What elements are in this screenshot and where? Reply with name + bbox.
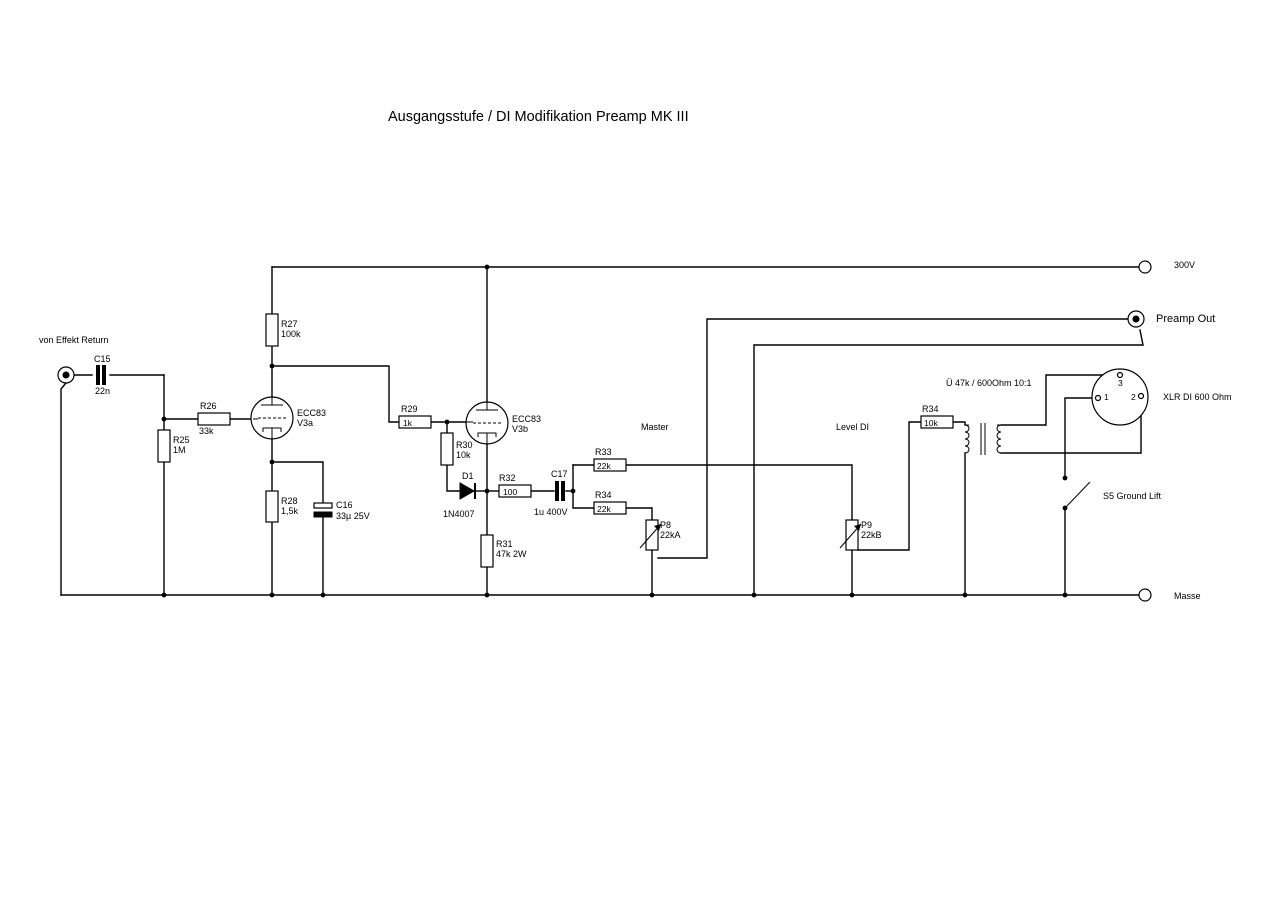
svg-text:D1: D1: [462, 471, 474, 481]
resistor-r28: R28 1,5k: [265, 490, 299, 523]
resistor-r33: R33 22k: [593, 447, 627, 472]
tube-v3b: ECC83 V3b: [465, 401, 541, 445]
svg-text:R26: R26: [200, 401, 217, 411]
ground-lift-switch[interactable]: S5 Ground Lift: [1064, 481, 1162, 509]
input-label: von Effekt Return: [39, 335, 108, 345]
capacitor-c17: C17 1u 400V: [534, 469, 568, 517]
xlr-pin-2: 2: [1131, 392, 1136, 402]
resistor-r32: R32 100: [498, 473, 532, 498]
svg-text:V3b: V3b: [512, 424, 528, 434]
diode-d1: D1 1N4007: [443, 471, 476, 519]
svg-text:22kB: 22kB: [861, 530, 882, 540]
capacitor-c15: C15 22n: [94, 354, 111, 396]
junction-dots: [161, 264, 1068, 598]
svg-text:R34: R34: [922, 404, 939, 414]
svg-text:10k: 10k: [924, 418, 938, 428]
tube-v3a: ECC83 V3a: [250, 396, 326, 440]
level-di-label: Level DI: [836, 422, 869, 432]
ground-lift-label: S5 Ground Lift: [1103, 491, 1162, 501]
transformer: Ü 47k / 600Ohm 10:1: [946, 378, 1032, 455]
potentiometer-p8: Master P8 22kA: [639, 422, 681, 551]
svg-text:22k: 22k: [597, 504, 611, 514]
ground-label: Masse: [1174, 591, 1201, 601]
master-label: Master: [641, 422, 669, 432]
potentiometer-p9: Level DI P9 22kB: [836, 422, 882, 551]
svg-text:33k: 33k: [199, 426, 214, 436]
svg-text:C17: C17: [551, 469, 568, 479]
svg-text:R32: R32: [499, 473, 516, 483]
preamp-out-label: Preamp Out: [1156, 313, 1215, 325]
jack-socket-icon: [57, 366, 75, 384]
svg-text:1,5k: 1,5k: [281, 506, 299, 516]
svg-text:P8: P8: [660, 520, 671, 530]
svg-text:33µ 25V: 33µ 25V: [336, 511, 370, 521]
xlr-label: XLR DI 600 Ohm: [1163, 392, 1232, 402]
xlr-connector-icon: [1091, 368, 1149, 426]
resistor-r26: R26 33k: [197, 401, 231, 436]
terminal-ground[interactable]: Masse: [1138, 588, 1201, 602]
resistor-r27: R27 100k: [265, 313, 301, 347]
svg-text:R34: R34: [595, 490, 612, 500]
svg-text:R33: R33: [595, 447, 612, 457]
xlr-connector[interactable]: 3 1 2 XLR DI 600 Ohm: [1091, 368, 1232, 426]
resistor-r34-10k: R34 10k: [920, 404, 954, 429]
svg-text:1u 400V: 1u 400V: [534, 507, 568, 517]
resistor-r31: R31 47k 2W: [480, 534, 527, 568]
schematic-title: Ausgangsstufe / DI Modifikation Preamp M…: [388, 109, 689, 125]
resistor-r30: R30 10k: [440, 432, 473, 466]
svg-text:22k: 22k: [597, 461, 611, 471]
svg-text:100: 100: [503, 487, 517, 497]
svg-text:R27: R27: [281, 319, 298, 329]
xlr-pin-3: 3: [1118, 378, 1123, 388]
svg-text:ECC83: ECC83: [512, 414, 541, 424]
terminal-circle-icon: [1138, 260, 1152, 274]
svg-text:22n: 22n: [95, 386, 110, 396]
svg-text:R31: R31: [496, 539, 513, 549]
svg-text:22kA: 22kA: [660, 530, 681, 540]
xlr-pin-1: 1: [1104, 392, 1109, 402]
terminal-300v[interactable]: 300V: [1138, 260, 1195, 274]
svg-text:R28: R28: [281, 496, 298, 506]
jack-socket-icon: [1127, 310, 1145, 328]
svg-text:C16: C16: [336, 500, 353, 510]
svg-text:C15: C15: [94, 354, 111, 364]
terminal-circle-icon: [1138, 588, 1152, 602]
svg-text:1k: 1k: [403, 418, 413, 428]
svg-text:1N4007: 1N4007: [443, 509, 475, 519]
resistor-r25: R25 1M: [157, 429, 190, 463]
svg-text:100k: 100k: [281, 329, 301, 339]
svg-text:R30: R30: [456, 440, 473, 450]
svg-text:47k 2W: 47k 2W: [496, 549, 527, 559]
resistor-r29: R29 1k: [398, 404, 432, 429]
svg-text:R25: R25: [173, 435, 190, 445]
svg-text:10k: 10k: [456, 450, 471, 460]
svg-text:V3a: V3a: [297, 418, 313, 428]
svg-text:R29: R29: [401, 404, 418, 414]
supply-label: 300V: [1174, 260, 1195, 270]
preamp-out-jack[interactable]: Preamp Out: [1127, 310, 1215, 328]
svg-text:1M: 1M: [173, 445, 186, 455]
svg-text:P9: P9: [861, 520, 872, 530]
transformer-label: Ü 47k / 600Ohm 10:1: [946, 378, 1032, 388]
input-jack[interactable]: von Effekt Return: [39, 335, 108, 384]
resistor-r34-22k: R34 22k: [593, 490, 627, 515]
capacitor-c16: C16 33µ 25V: [313, 500, 370, 521]
svg-text:ECC83: ECC83: [297, 408, 326, 418]
